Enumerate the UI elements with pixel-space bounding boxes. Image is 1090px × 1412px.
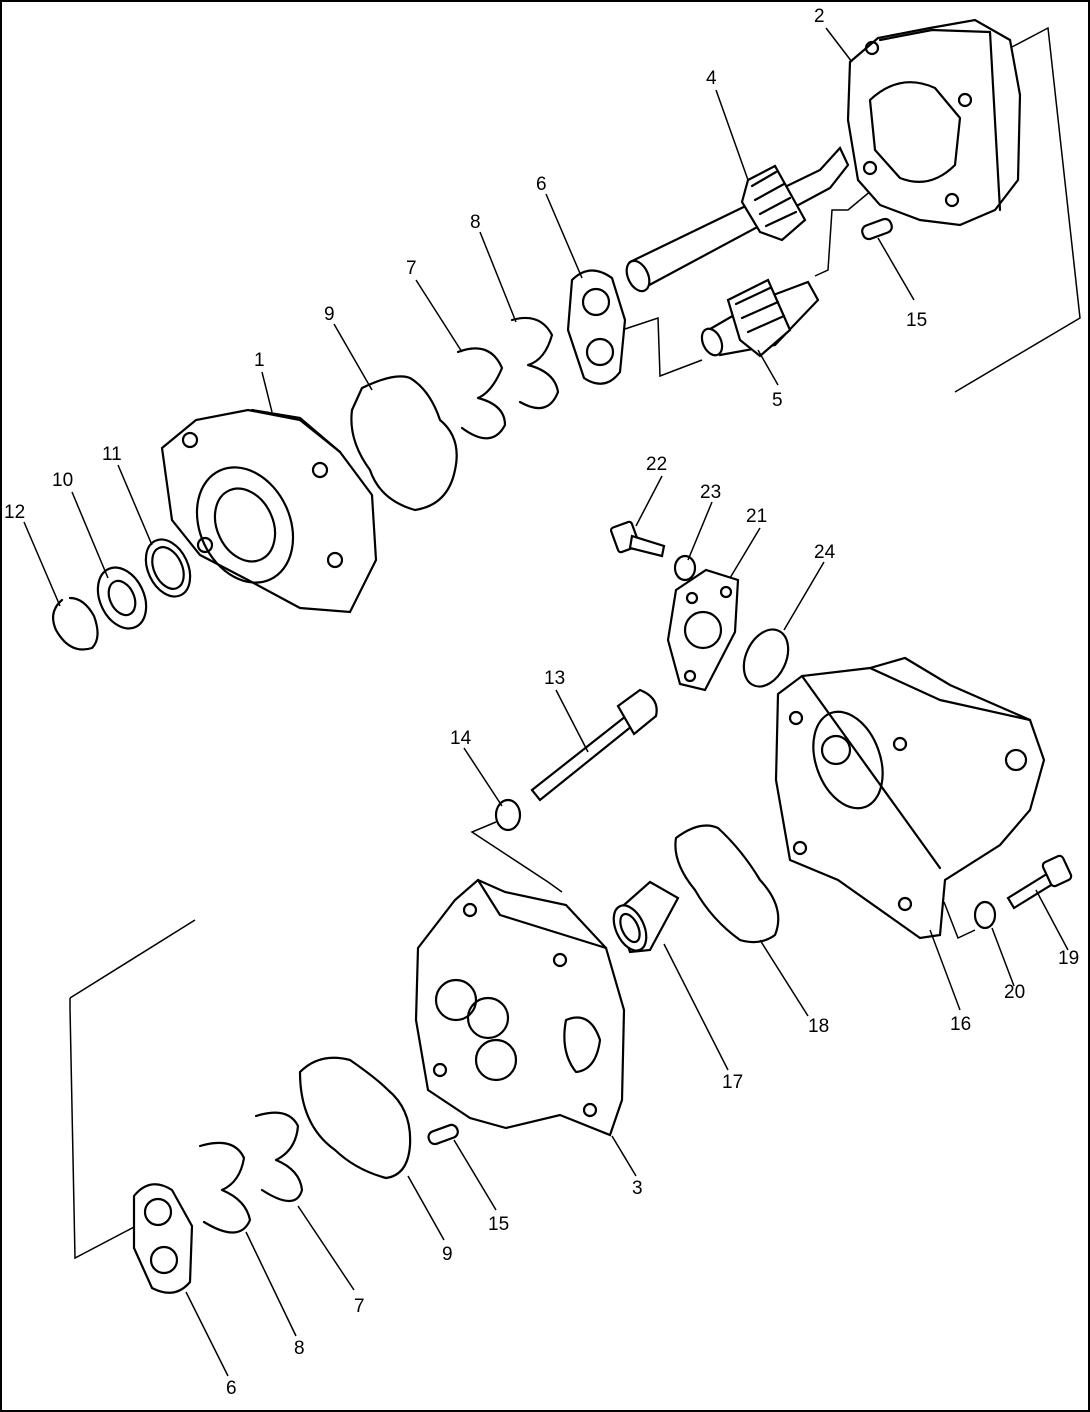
part-12-snap-ring — [51, 596, 99, 651]
part-15-dowel-pin-bottom — [427, 1123, 459, 1146]
callout-15-lower: 15 — [488, 1214, 509, 1235]
part-3-center-housing — [414, 878, 626, 1137]
part-8-spring-clip-bottom — [198, 1141, 252, 1234]
callout-20: 20 — [1004, 982, 1025, 1003]
callout-labels: 2 4 6 8 7 9 1 11 10 12 15 5 22 23 21 24 … — [4, 6, 1079, 1399]
callout-23: 23 — [700, 482, 721, 503]
part-15-dowel-pin-top — [861, 217, 893, 241]
callout-14: 14 — [450, 728, 472, 749]
callout-8-lower: 8 — [294, 1338, 305, 1359]
callout-4: 4 — [706, 68, 717, 89]
part-10-oil-seal — [96, 566, 148, 630]
callout-5: 5 — [772, 390, 783, 411]
assembly-reference-lines — [69, 26, 1081, 1260]
callout-6-lower: 6 — [226, 1378, 237, 1399]
callout-8: 8 — [470, 212, 481, 233]
part-20-washer — [973, 900, 997, 930]
callout-12: 12 — [4, 502, 25, 523]
part-24-o-ring — [742, 628, 790, 688]
callout-9-lower: 9 — [442, 1244, 453, 1265]
callout-2: 2 — [814, 6, 825, 27]
part-19-bolt — [1006, 854, 1073, 910]
part-7-spring-clip-bottom — [254, 1111, 304, 1203]
callout-24: 24 — [814, 542, 836, 563]
callout-17: 17 — [722, 1072, 743, 1093]
part-17-bushing — [612, 880, 680, 954]
callout-9: 9 — [324, 304, 335, 325]
part-23-lock-washer — [673, 554, 697, 582]
part-6-bushing-plate-bottom — [132, 1183, 194, 1294]
callout-16: 16 — [950, 1014, 971, 1035]
leader-lines — [23, 27, 1069, 1377]
part-5-driven-gear — [700, 278, 820, 358]
part-9-gasket-bottom — [298, 1056, 412, 1180]
part-22-bolt — [609, 520, 666, 558]
part-9-gasket-top — [350, 375, 458, 512]
callout-15: 15 — [906, 310, 927, 331]
callout-3: 3 — [632, 1178, 643, 1199]
callout-6: 6 — [536, 174, 547, 195]
part-4-drive-shaft — [625, 146, 850, 293]
callout-10: 10 — [52, 470, 73, 491]
callout-1: 1 — [254, 350, 265, 371]
part-21-flange — [666, 568, 740, 692]
part-14-washer — [494, 798, 522, 832]
callout-13: 13 — [544, 668, 565, 689]
part-8-spring-clip-top — [510, 316, 560, 410]
callout-7: 7 — [406, 258, 417, 279]
part-18-gasket — [674, 824, 780, 944]
callout-7-lower: 7 — [354, 1296, 365, 1317]
callout-19: 19 — [1058, 948, 1079, 969]
callout-18: 18 — [808, 1016, 829, 1037]
part-13-through-bolt — [530, 688, 658, 802]
part-11-washer — [144, 538, 192, 598]
part-2-gear-housing — [846, 18, 1022, 227]
part-1-front-cover — [160, 408, 378, 614]
callout-22: 22 — [646, 454, 667, 475]
part-6-bushing-plate-top — [566, 269, 627, 385]
callout-11: 11 — [102, 444, 122, 465]
part-7-spring-clip-top — [456, 347, 507, 440]
part-16-rear-cover — [774, 656, 1046, 940]
callout-21: 21 — [746, 506, 767, 527]
